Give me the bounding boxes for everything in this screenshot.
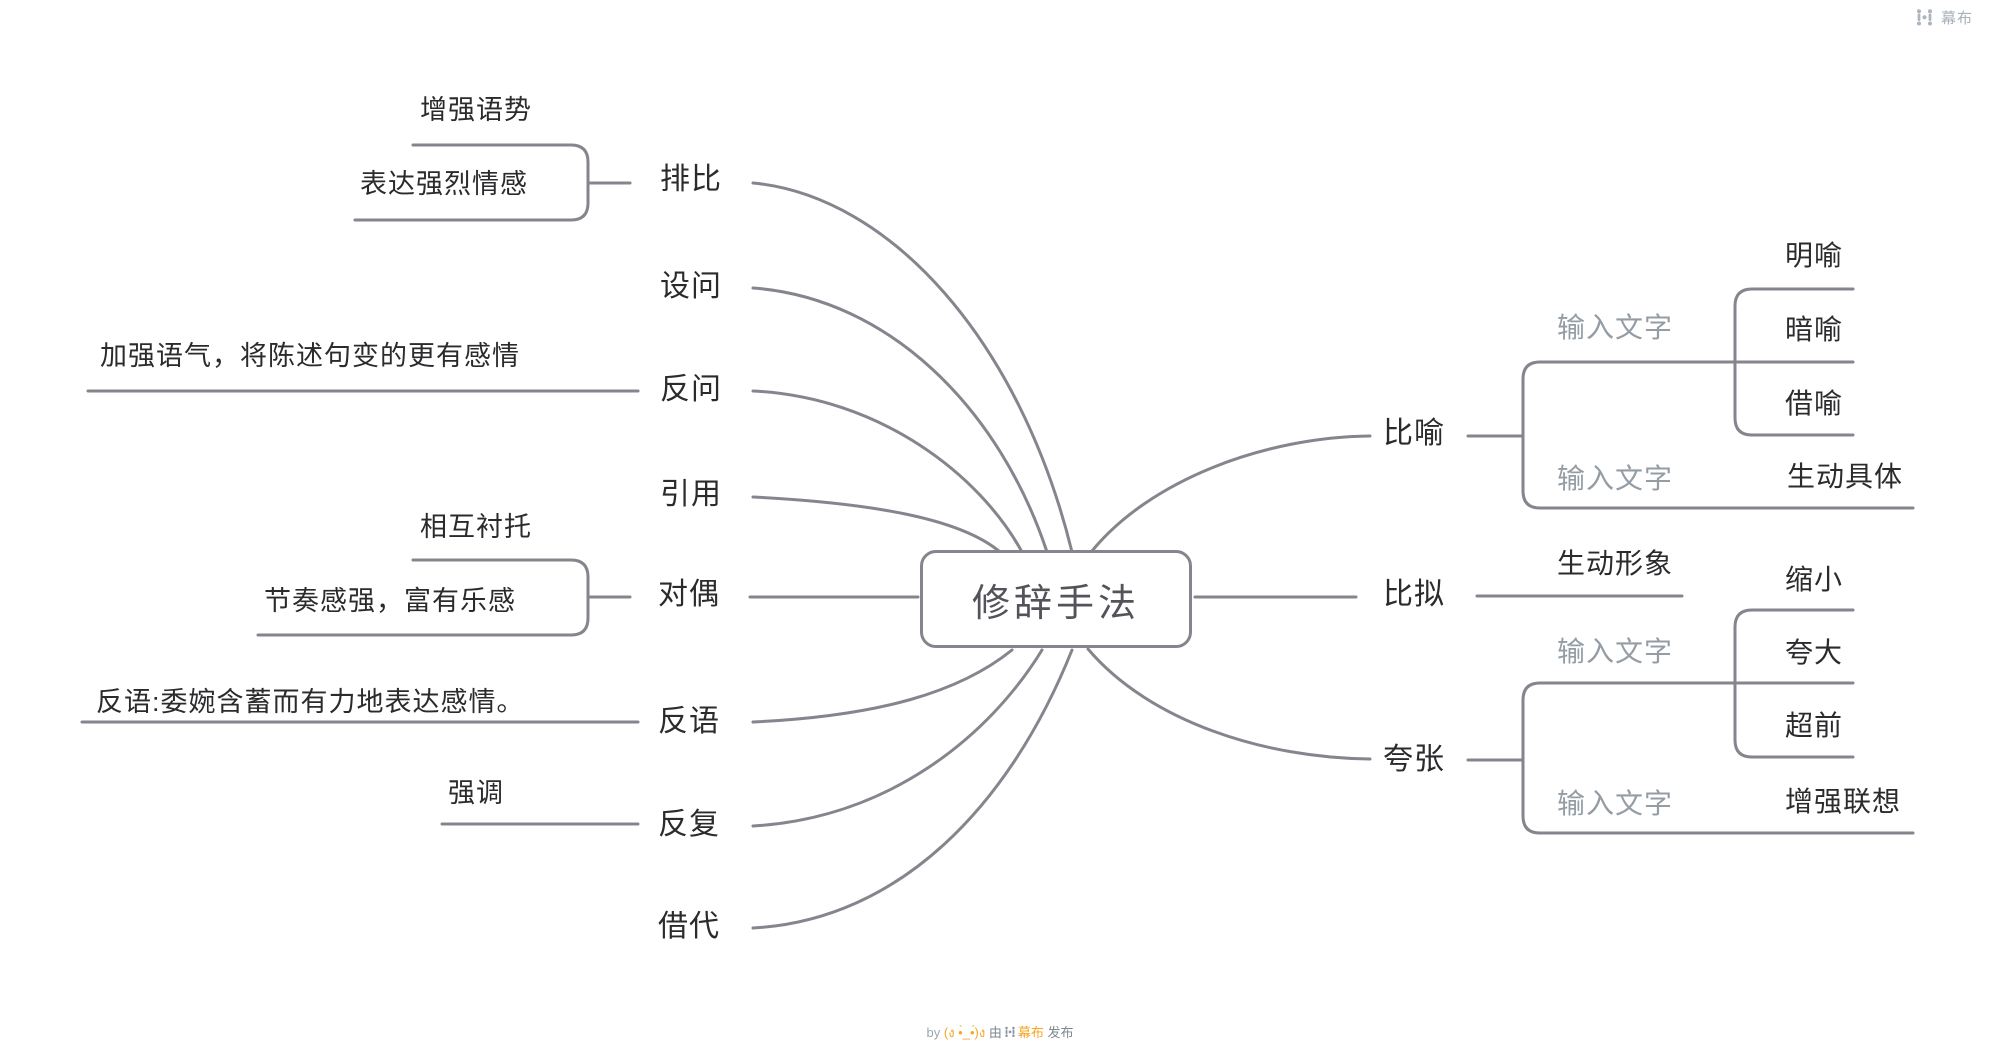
node-paibi[interactable]: 排比 <box>660 163 722 196</box>
note-jiezougan[interactable]: 节奏感强，富有乐感 <box>264 586 516 616</box>
root-node-label: 修辞手法 <box>971 582 1140 625</box>
connector-jiedai <box>751 648 1074 930</box>
connector-biyu <box>1090 434 1372 553</box>
placeholder-biyu-bottom[interactable]: 输入文字 <box>1557 463 1674 494</box>
node-anyu[interactable]: 暗喻 <box>1785 314 1844 345</box>
bracket-biyu-children <box>1521 360 1915 510</box>
root-node[interactable]: 修辞手法 <box>920 550 1192 648</box>
node-fanyu[interactable]: 反语 <box>658 705 720 738</box>
note-fanyu-weiwan[interactable]: 反语:委婉含蓄而有力地表达感情。 <box>96 687 525 717</box>
mubu-logo-icon <box>1916 9 1932 26</box>
placeholder-kuazhang-bottom[interactable]: 输入文字 <box>1557 788 1674 819</box>
mubu-logo-icon-small <box>1004 1026 1016 1041</box>
watermark-author: (ง •̀_•́)ง <box>943 1025 986 1040</box>
connector-fanyu <box>751 648 1014 724</box>
placeholder-kuazhang-top[interactable]: 输入文字 <box>1557 636 1674 667</box>
node-kuazhang[interactable]: 夸张 <box>1383 743 1445 776</box>
node-chaoqian[interactable]: 超前 <box>1785 710 1844 741</box>
watermark-via: 由 <box>988 1025 1002 1040</box>
node-mingyu[interactable]: 明喻 <box>1785 240 1844 271</box>
bracket-kuazhang-grandchildren <box>1733 608 1855 759</box>
node-shengdong-xingxiang[interactable]: 生动形象 <box>1557 548 1674 579</box>
bracket-biyu-grandchildren <box>1733 287 1855 437</box>
node-fanfu[interactable]: 反复 <box>658 808 720 841</box>
connector-shewen <box>751 286 1049 554</box>
node-duiou[interactable]: 对偶 <box>658 578 720 611</box>
watermark-publish: 发布 <box>1047 1025 1074 1040</box>
watermark-by: by <box>926 1025 941 1040</box>
node-zengqiang-lianxiang[interactable]: 增强联想 <box>1785 786 1902 817</box>
note-qiangdiao[interactable]: 强调 <box>448 778 504 808</box>
connector-kuazhang <box>1086 647 1372 761</box>
connector-yinyong <box>751 495 1002 554</box>
node-bini[interactable]: 比拟 <box>1383 578 1445 611</box>
node-jiedai[interactable]: 借代 <box>658 910 720 943</box>
watermark-brand-link[interactable]: 幕布 <box>1017 1025 1044 1040</box>
node-shengdong-juti[interactable]: 生动具体 <box>1787 461 1904 492</box>
note-zengqiang-yushi[interactable]: 增强语势 <box>420 95 532 125</box>
note-xianghu-chentuo[interactable]: 相互衬托 <box>420 512 532 542</box>
note-jiaqiang-yuqi[interactable]: 加强语气，将陈述句变的更有感情 <box>100 341 520 371</box>
node-shewen[interactable]: 设问 <box>660 270 722 303</box>
node-yinyong[interactable]: 引用 <box>660 478 722 511</box>
node-fanwen[interactable]: 反问 <box>660 373 722 406</box>
connector-fanfu <box>751 648 1044 828</box>
connector-paibi <box>751 181 1074 554</box>
node-jieyu[interactable]: 借喻 <box>1785 388 1844 419</box>
publish-watermark: by (ง •̀_•́)ง 由 幕布 发布 <box>0 1022 2000 1043</box>
placeholder-biyu-top[interactable]: 输入文字 <box>1557 312 1674 343</box>
node-biyu[interactable]: 比喻 <box>1383 417 1445 450</box>
bracket-kuazhang-children <box>1521 681 1915 835</box>
node-suoxiao[interactable]: 缩小 <box>1785 564 1844 595</box>
connector-fanwen <box>751 389 1024 554</box>
brand-name: 幕布 <box>1940 10 1973 27</box>
note-biaoda-qianglie-qinggan[interactable]: 表达强烈情感 <box>360 169 528 199</box>
brand-badge[interactable]: 幕布 <box>1915 7 1973 28</box>
node-kuada[interactable]: 夸大 <box>1785 637 1844 668</box>
